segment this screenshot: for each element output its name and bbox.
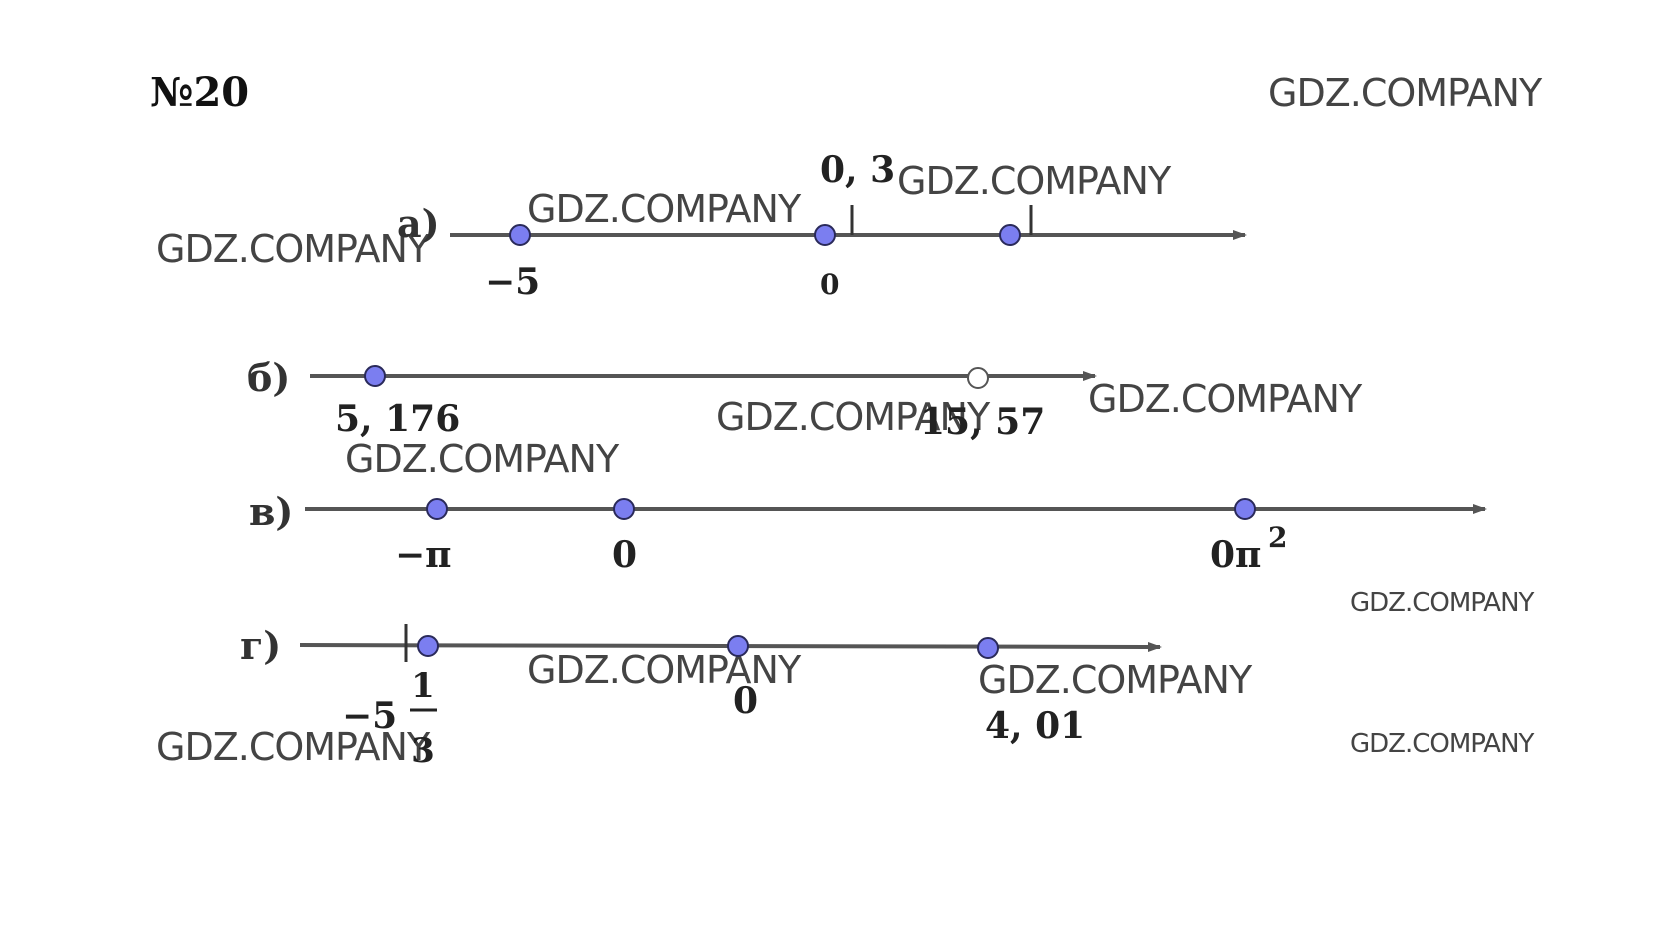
point-v-2 bbox=[613, 498, 635, 520]
tick-label: 0, 3 bbox=[820, 149, 895, 191]
point-label-superscript: 2 bbox=[1268, 521, 1287, 554]
point-label: 0π bbox=[1210, 534, 1261, 576]
number-line-v: в) −π 0 0π 2 bbox=[249, 489, 1487, 576]
watermark: GDZ.COMPANY bbox=[527, 648, 802, 692]
fraction-denominator: 3 bbox=[411, 731, 435, 771]
point-b-2 bbox=[967, 367, 989, 389]
watermark: GDZ.COMPANY bbox=[1350, 729, 1535, 759]
task-number: №20 bbox=[150, 69, 249, 116]
point-a-1 bbox=[509, 224, 531, 246]
watermark: GDZ.COMPANY bbox=[1268, 71, 1543, 115]
point-a-3 bbox=[999, 224, 1021, 246]
number-line-g: г) −5 1 3 0 4, 01 bbox=[240, 623, 1162, 771]
point-label: 0 bbox=[820, 268, 839, 301]
part-label-v: в) bbox=[249, 489, 293, 534]
point-a-2 bbox=[814, 224, 836, 246]
part-label-a: а) bbox=[397, 201, 440, 246]
point-label: 15, 57 bbox=[920, 401, 1045, 443]
number-line-a: а) 0, 3 −5 0 bbox=[397, 149, 1247, 303]
watermark: GDZ.COMPANY bbox=[156, 725, 431, 769]
point-g-3 bbox=[977, 637, 999, 659]
point-g-1 bbox=[417, 635, 439, 657]
point-label: 0 bbox=[612, 534, 637, 576]
watermark: GDZ.COMPANY bbox=[716, 395, 991, 439]
point-label: −5 bbox=[485, 261, 540, 303]
watermark: GDZ.COMPANY bbox=[978, 658, 1253, 702]
fraction-numerator: 1 bbox=[411, 666, 435, 706]
point-label: −5 bbox=[342, 695, 397, 737]
watermark: GDZ.COMPANY bbox=[897, 159, 1172, 203]
watermark: GDZ.COMPANY bbox=[345, 437, 620, 481]
point-g-2 bbox=[727, 635, 749, 657]
number-line-b: б) 5, 176 15, 57 bbox=[247, 355, 1097, 443]
point-label: 5, 176 bbox=[335, 398, 460, 440]
point-label: 4, 01 bbox=[985, 705, 1085, 747]
point-label: 0 bbox=[733, 680, 758, 722]
point-v-1 bbox=[426, 498, 448, 520]
watermark: GDZ.COMPANY bbox=[156, 227, 431, 271]
watermark: GDZ.COMPANY bbox=[1088, 377, 1363, 421]
watermark: GDZ.COMPANY bbox=[527, 187, 802, 231]
part-label-b: б) bbox=[247, 355, 290, 400]
watermark: GDZ.COMPANY bbox=[1350, 588, 1535, 618]
point-v-3 bbox=[1234, 498, 1256, 520]
point-label: −π bbox=[395, 534, 452, 576]
point-b-1 bbox=[364, 365, 386, 387]
part-label-g: г) bbox=[240, 623, 281, 668]
